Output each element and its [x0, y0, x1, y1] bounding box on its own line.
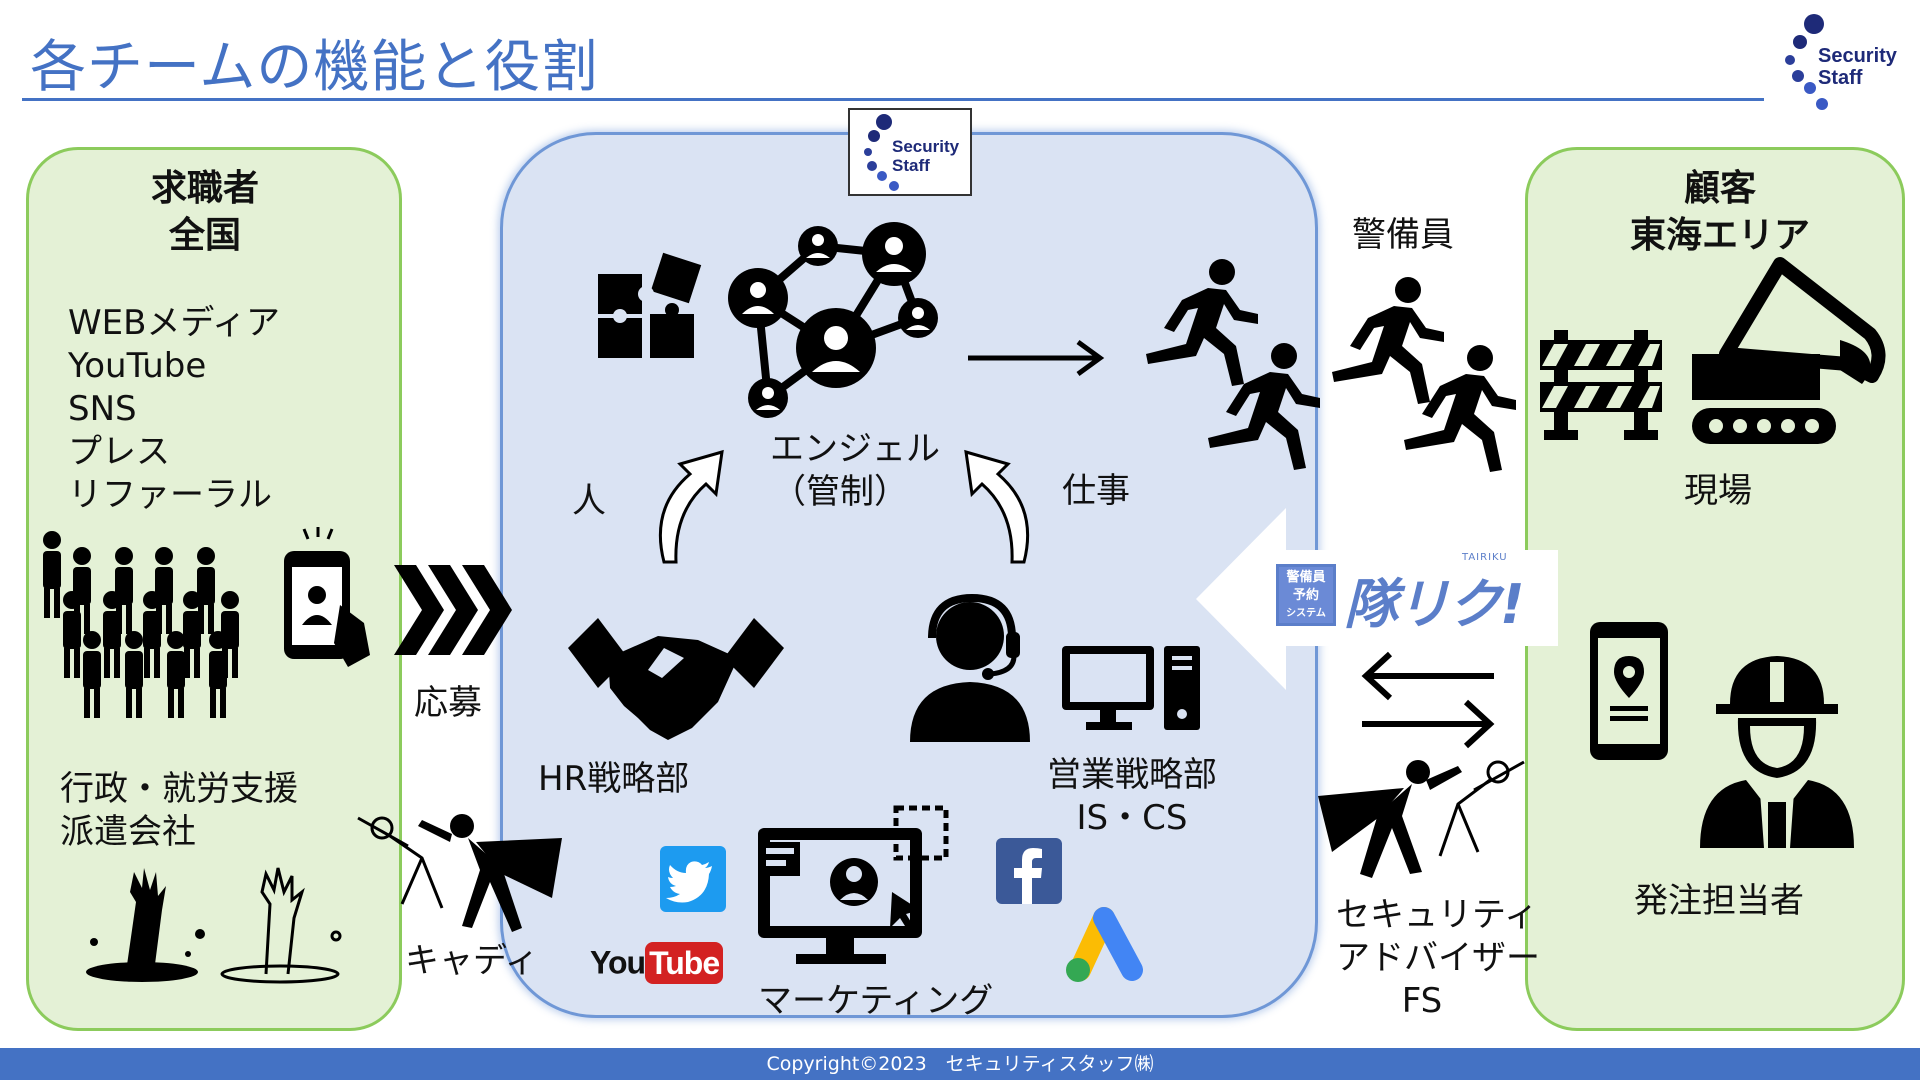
marketing-screen-icon: [758, 805, 949, 964]
security-staff-logo-icon: Security Staff: [1785, 14, 1898, 110]
twitter-icon: [660, 846, 726, 912]
angel-label: エンジェル （管制）: [770, 428, 940, 514]
security-advisor-label: セキュリティ アドバイザー FS: [1336, 894, 1540, 1023]
security-advisor-line2: アドバイザー: [1336, 938, 1540, 978]
job-seekers-heading-line1: 求職者: [150, 168, 259, 209]
security-staff-logo-small-icon: Security Staff: [864, 114, 960, 191]
angel-label-line2: （管制）: [772, 472, 908, 512]
tairiku-badge: 警備員 予約 システム 隊リク! TAIRIKU: [1272, 550, 1558, 646]
media-item: YouTube: [68, 346, 207, 386]
slide-title: 各チームの機能と役割: [30, 35, 599, 100]
sales-strategy-label: 営業戦略部 IS・CS: [1042, 754, 1222, 840]
stamp-line2: 予約: [1292, 588, 1319, 603]
barricade-icon: [1540, 330, 1662, 440]
media-item: WEBメディア: [68, 303, 281, 343]
operator-headset-icon: [910, 593, 1030, 742]
center-logo-security: Security: [892, 137, 960, 156]
customers-heading: 顧客 東海エリア: [1610, 165, 1830, 259]
smartphone-person-icon: [284, 527, 370, 667]
superhero-icon: [357, 814, 562, 932]
media-item: リファーラル: [68, 475, 272, 515]
handshake-icon: [568, 618, 784, 740]
customers-heading-line1: 顧客: [1683, 168, 1756, 209]
curved-arrow-up-icon: [964, 449, 1030, 564]
gov-support-line1: 行政・就労支援: [60, 769, 298, 809]
sales-strategy-line1: 営業戦略部: [1047, 755, 1217, 795]
guards-label: 警備員: [1352, 215, 1454, 255]
gov-support-line2: 派遣会社: [60, 812, 196, 852]
construction-worker-icon: [1700, 656, 1854, 848]
media-list: WEBメディア YouTube SNS プレス リファーラル: [68, 302, 280, 517]
sales-strategy-line2: IS・CS: [1076, 798, 1188, 838]
stamp-line3: システム: [1286, 608, 1326, 619]
curved-arrow-up-icon: [658, 449, 724, 564]
job-seekers-heading-line2: 全国: [168, 215, 241, 256]
phone-location-icon: [1590, 622, 1668, 760]
runner-icon: [1146, 259, 1258, 386]
title-divider: [22, 98, 1764, 101]
center-logo-staff: Staff: [892, 156, 930, 175]
site-label: 現場: [1684, 471, 1752, 511]
media-item: プレス: [68, 432, 170, 472]
job-label: 仕事: [1062, 471, 1130, 511]
booking-system-stamp: 警備員 予約 システム: [1276, 564, 1336, 626]
angel-label-line1: エンジェル: [770, 429, 940, 469]
job-seekers-heading: 求職者 全国: [110, 165, 300, 259]
stamp-line1: 警備員: [1286, 570, 1326, 585]
footer-copyright: Copyright©2023 セキュリティスタッフ㈱: [0, 1048, 1920, 1080]
caddy-label: キャディ: [405, 941, 539, 981]
exchange-arrows-icon: [1361, 651, 1495, 749]
gov-support-label: 行政・就労支援 派遣会社: [60, 768, 298, 854]
marketing-label: マーケティング: [758, 981, 994, 1021]
excavator-icon: [1692, 257, 1886, 444]
crowd-icon: [43, 531, 239, 718]
youtube-tube-text: Tube: [645, 942, 724, 984]
customers-panel: [1525, 147, 1905, 1031]
arrow-right-icon: [968, 339, 1105, 377]
facebook-icon: [996, 838, 1062, 904]
logo-text-security: Security: [1818, 45, 1898, 67]
puzzle-icon: [598, 252, 702, 358]
google-ads-icon: [1066, 907, 1143, 982]
network-icon: [728, 222, 938, 418]
media-item: SNS: [68, 389, 137, 429]
center-logo-box: Security Staff: [848, 108, 972, 196]
runner-icon: [1208, 343, 1320, 470]
zombie-hands-icon: [86, 867, 342, 984]
orderer-label: 発注担当者: [1634, 881, 1804, 921]
security-advisor-line1: セキュリティ: [1336, 895, 1538, 935]
logo-text-staff: Staff: [1818, 67, 1863, 89]
hr-strategy-label: HR戦略部: [538, 759, 690, 799]
runner-icon: [1332, 277, 1444, 404]
youtube-you-text: You: [590, 944, 646, 981]
tairiku-name: 隊リク!: [1344, 573, 1525, 636]
apply-label: 応募: [414, 683, 482, 723]
person-label: 人: [572, 481, 606, 521]
security-advisor-line3: FS: [1401, 981, 1443, 1021]
customers-heading-line2: 東海エリア: [1629, 215, 1810, 256]
runner-icon: [1404, 345, 1516, 472]
chevrons-icon: [394, 565, 512, 655]
tairiku-arrow-icon: [1196, 508, 1286, 690]
superhero-icon: [1318, 760, 1525, 878]
desktop-computer-icon: [1062, 646, 1200, 730]
tairiku-small: TAIRIKU: [1462, 552, 1508, 563]
